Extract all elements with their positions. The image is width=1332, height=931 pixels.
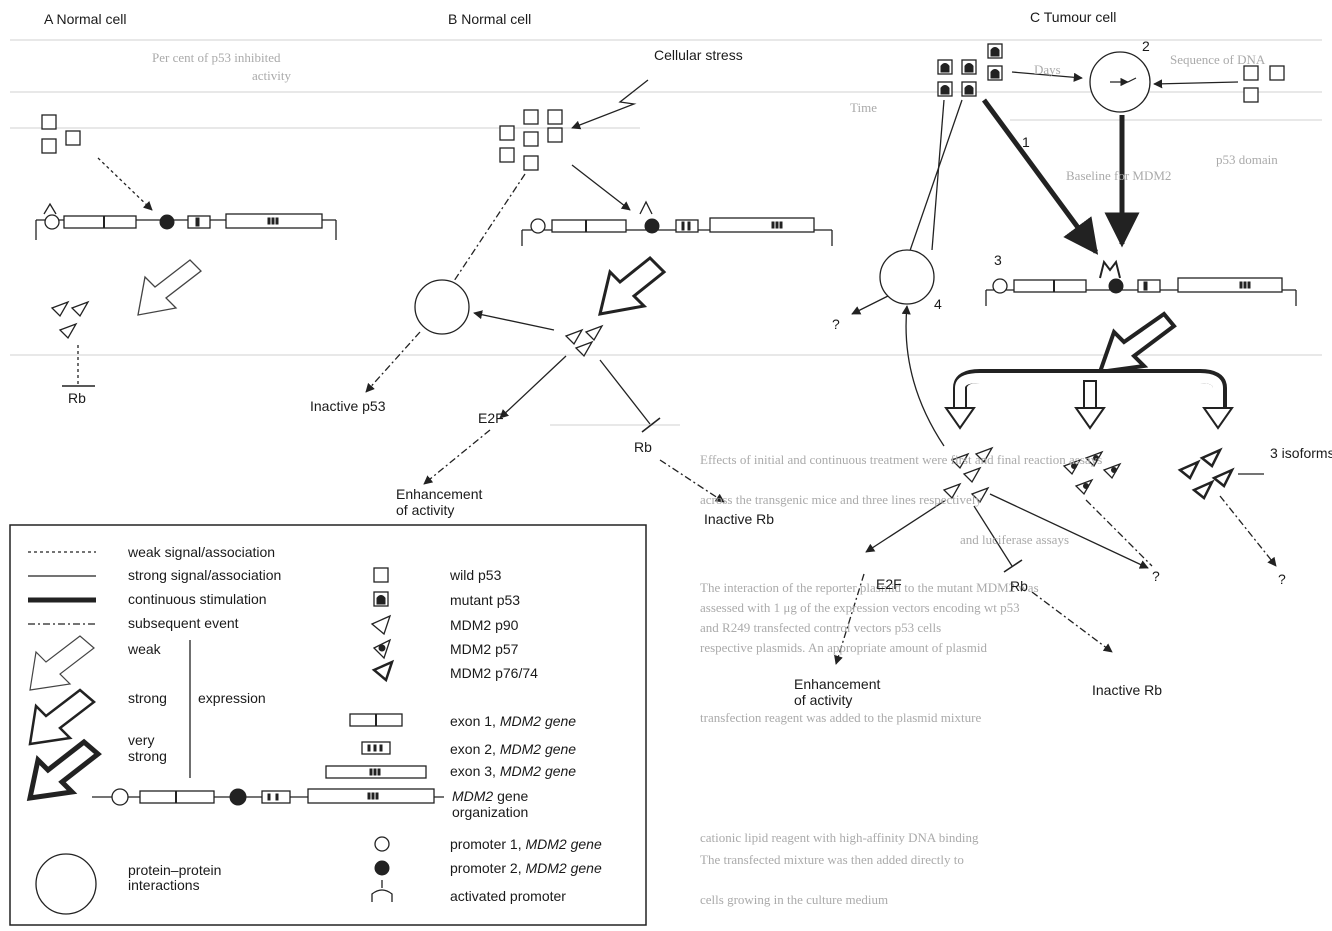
unknown-marker: ? [832, 316, 840, 332]
panel-b-title: B Normal cell [448, 11, 532, 27]
panel-b-graphics [365, 79, 833, 503]
legend-mdm2-p90: MDM2 p90 [450, 617, 519, 633]
background-text: and luciferase assays [960, 532, 1070, 547]
enhancement-label-b-2: of activity [396, 502, 455, 518]
legend-weak-signal: weak signal/association [128, 544, 276, 560]
background-text: activity [252, 68, 291, 83]
legend-exon3: exon 3, MDM2 gene [450, 763, 577, 779]
legend-graphics [9, 524, 647, 926]
enhancement-label-b: Enhancement [396, 486, 483, 502]
unknown-marker: ? [1278, 571, 1286, 587]
rb-label-a: Rb [68, 390, 86, 406]
inactive-p53-label: Inactive p53 [310, 398, 386, 414]
legend-gene-organization: MDM2 gene [452, 788, 529, 804]
panel-c-graphics [834, 43, 1297, 665]
background-text: The interaction of the reporter plasmid … [700, 580, 1039, 595]
cellular-stress-label: Cellular stress [654, 47, 743, 63]
legend-mdm2-p76: MDM2 p76/74 [450, 665, 538, 681]
background-text: cells growing in the culture medium [700, 892, 889, 907]
legend-continuous: continuous stimulation [128, 591, 267, 607]
enhancement-label-c-2: of activity [794, 692, 853, 708]
enhancement-label-c: Enhancement [794, 676, 881, 692]
background-text: transfection reagent was added to the pl… [700, 710, 982, 725]
background-text: and R249 transfected control vectors p53… [700, 620, 942, 635]
inactive-rb-label-c: Inactive Rb [1092, 682, 1163, 698]
e2f-label-c: E2F [876, 576, 902, 592]
unknown-marker: ? [1152, 568, 1160, 584]
background-text: Sequence of DNA [1170, 52, 1266, 67]
legend-gene-organization-2: organization [452, 804, 529, 820]
legend-very: very [128, 732, 155, 748]
pathway-number-3: 3 [994, 252, 1002, 268]
background-text: cationic lipid reagent with high-affinit… [700, 830, 979, 845]
legend-ppi: protein–protein [128, 862, 222, 878]
background-text: across the transgenic mice and three lin… [700, 492, 982, 507]
background-text: Effects of initial and continuous treatm… [700, 452, 1103, 467]
legend-promoter2: promoter 2, MDM2 gene [450, 860, 602, 876]
background-text: Days [1034, 62, 1061, 77]
background-text: Time [850, 100, 877, 115]
legend-exon1: exon 1, MDM2 gene [450, 713, 577, 729]
legend-mutant-p53: mutant p53 [450, 592, 521, 608]
rb-label-b: Rb [634, 439, 652, 455]
pathway-number-1: 1 [1022, 134, 1030, 150]
panel-c-title: C Tumour cell [1030, 9, 1117, 25]
pathway-number-4: 4 [934, 296, 942, 312]
legend-activated-promoter: activated promoter [450, 888, 566, 904]
legend-very-strong: strong [128, 748, 167, 764]
e2f-label-b: E2F [478, 410, 504, 426]
background-text: p53 domain [1216, 152, 1278, 167]
legend-strong-signal: strong signal/association [128, 567, 282, 583]
background-text: respective plasmids. An appropriate amou… [700, 640, 988, 655]
panel-a-title: A Normal cell [44, 11, 127, 27]
legend-exon2: exon 2, MDM2 gene [450, 741, 577, 757]
legend-subsequent: subsequent event [128, 615, 239, 631]
three-isoforms-label: 3 isoforms [1270, 445, 1332, 461]
legend-mdm2-p57: MDM2 p57 [450, 641, 519, 657]
inactive-rb-label-b: Inactive Rb [704, 511, 775, 527]
background-text: The transfected mixture was then added d… [700, 852, 964, 867]
pathway-number-2: 2 [1142, 38, 1150, 54]
panel-a-graphics [35, 114, 337, 387]
background-text: assessed with 1 μg of the expression vec… [700, 600, 1020, 615]
background-text: Per cent of p53 inhibited [152, 50, 281, 65]
legend-strong: strong [128, 690, 167, 706]
legend-expression: expression [198, 690, 266, 706]
background-text: Baseline for MDM2 [1066, 168, 1172, 183]
rb-label-c: Rb [1010, 578, 1028, 594]
legend-ppi-2: interactions [128, 877, 200, 893]
legend-promoter1: promoter 1, MDM2 gene [450, 836, 602, 852]
legend-weak: weak [128, 641, 161, 657]
legend-wild-p53: wild p53 [450, 567, 502, 583]
